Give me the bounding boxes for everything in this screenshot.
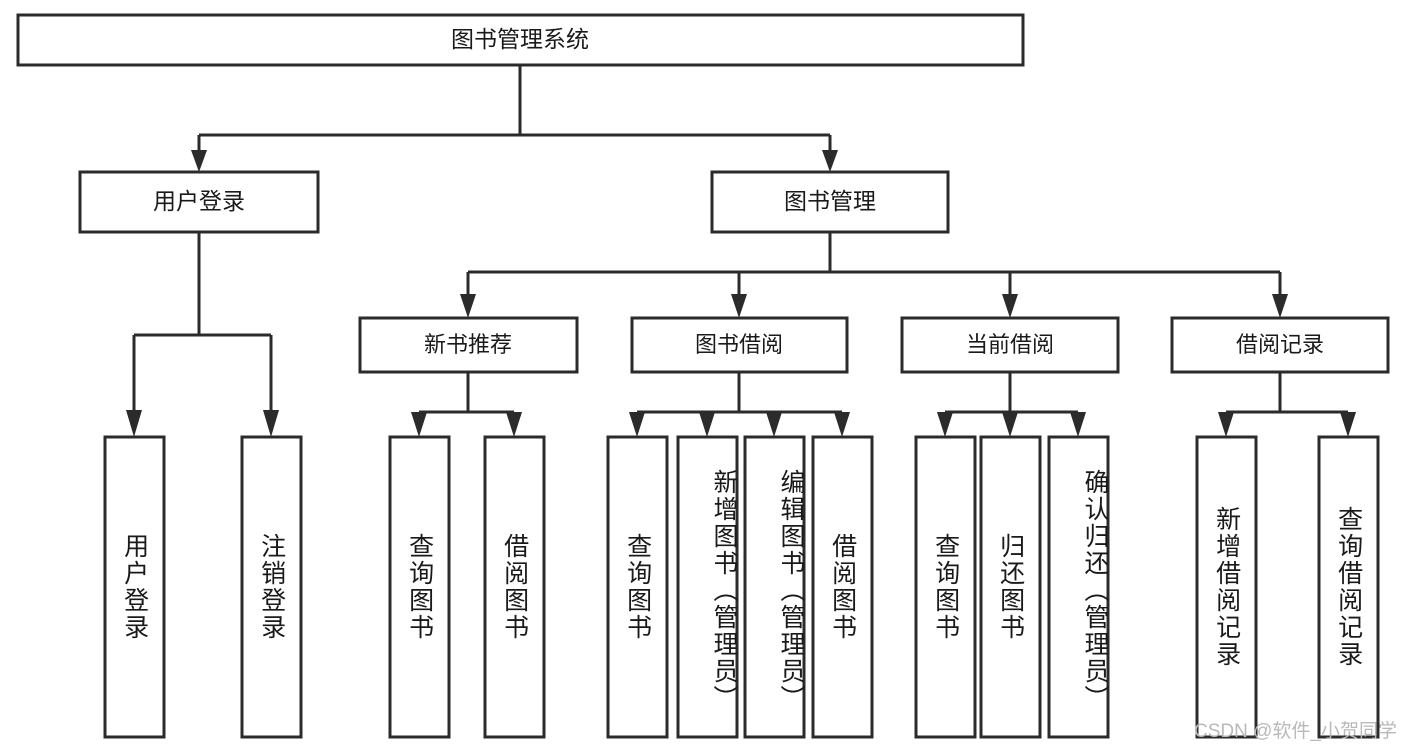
edges-book-manage-to-level2 (460, 232, 1288, 318)
node-user-login-label: 用户登录 (153, 188, 245, 214)
arrow-leaf-query-book-2 (629, 412, 645, 437)
leaf-boxes-current-borrow (914, 435, 1110, 739)
arrow-leaf-add-record (1218, 412, 1234, 437)
arrow-to-user-login (191, 150, 207, 172)
arrow-leaf-user-logout (263, 410, 279, 437)
node-current-borrow-label: 当前借阅 (966, 332, 1054, 357)
node-book-borrow[interactable]: 图书借阅 (630, 316, 849, 374)
node-current-borrow[interactable]: 当前借阅 (900, 316, 1120, 374)
node-book-manage[interactable]: 图书管理 (710, 170, 950, 234)
leaf-box-borrow-book-1[interactable] (483, 435, 546, 739)
node-root-label: 图书管理系统 (451, 26, 589, 52)
leaf-box-borrow-book-2[interactable] (811, 435, 874, 739)
arrow-new-book-recommend (460, 294, 476, 318)
leaf-box-add-record[interactable] (1195, 435, 1258, 739)
node-new-book-recommend-box[interactable] (358, 316, 579, 374)
node-book-borrow-box[interactable] (630, 316, 849, 374)
arrow-book-borrow (731, 294, 747, 318)
node-user-login-box[interactable] (78, 170, 320, 234)
leaf-box-query-book-3[interactable] (914, 435, 977, 739)
leaf-box-add-book[interactable] (676, 435, 739, 739)
leaf-box-query-record[interactable] (1317, 435, 1380, 739)
leaf-box-user-logout[interactable] (240, 435, 303, 739)
arrow-leaf-edit-book (766, 412, 782, 437)
arrow-leaf-user-login (126, 410, 142, 437)
node-borrow-record[interactable]: 借阅记录 (1170, 316, 1390, 374)
leaf-boxes-user-login (103, 435, 303, 739)
leaf-boxes-book-borrow (606, 435, 874, 739)
node-borrow-record-box[interactable] (1170, 316, 1390, 374)
arrow-leaf-borrow-book-2 (834, 412, 850, 437)
arrow-leaf-query-book-3 (937, 412, 953, 437)
node-book-manage-box[interactable] (710, 170, 950, 234)
node-new-book-recommend[interactable]: 新书推荐 (358, 316, 579, 374)
arrow-current-borrow (1002, 294, 1018, 318)
node-root-box[interactable] (16, 13, 1025, 67)
leaf-box-query-book-2[interactable] (606, 435, 669, 739)
edges-user-login-to-leaves (126, 232, 279, 437)
edges-book-borrow-to-leaves (629, 372, 850, 437)
leaf-boxes-borrow-record (1195, 435, 1380, 739)
leaf-box-edit-book[interactable] (743, 435, 806, 739)
arrow-to-book-manage (822, 150, 838, 172)
leaf-box-confirm-return[interactable] (1047, 435, 1110, 739)
node-book-borrow-label: 图书借阅 (695, 332, 783, 357)
csdn-watermark: CSDN @软件_小贺同学 (1194, 721, 1397, 742)
arrow-borrow-record (1272, 294, 1288, 318)
edges-current-borrow-to-leaves (937, 372, 1086, 437)
node-user-login[interactable]: 用户登录 (78, 170, 320, 234)
edges-new-book-recommend-to-leaves (411, 372, 522, 437)
leaf-box-return-book[interactable] (979, 435, 1042, 739)
edges-root-to-level1 (191, 65, 838, 172)
edges-borrow-record-to-leaves (1218, 372, 1356, 437)
arrow-leaf-borrow-book-1 (506, 412, 522, 437)
leaf-boxes-new-book-recommend (388, 435, 546, 739)
arrow-leaf-query-record (1340, 412, 1356, 437)
node-borrow-record-label: 借阅记录 (1236, 332, 1324, 357)
leaf-box-query-book-1[interactable] (388, 435, 451, 739)
arrow-leaf-return-book (1002, 412, 1018, 437)
node-book-manage-label: 图书管理 (784, 188, 876, 214)
arrow-leaf-add-book (699, 412, 715, 437)
node-root[interactable]: 图书管理系统 (16, 13, 1025, 67)
arrow-leaf-confirm-return (1070, 412, 1086, 437)
node-current-borrow-box[interactable] (900, 316, 1120, 374)
arrow-leaf-query-book-1 (411, 412, 427, 437)
leaf-box-user-login[interactable] (103, 435, 166, 739)
node-new-book-recommend-label: 新书推荐 (424, 332, 512, 357)
